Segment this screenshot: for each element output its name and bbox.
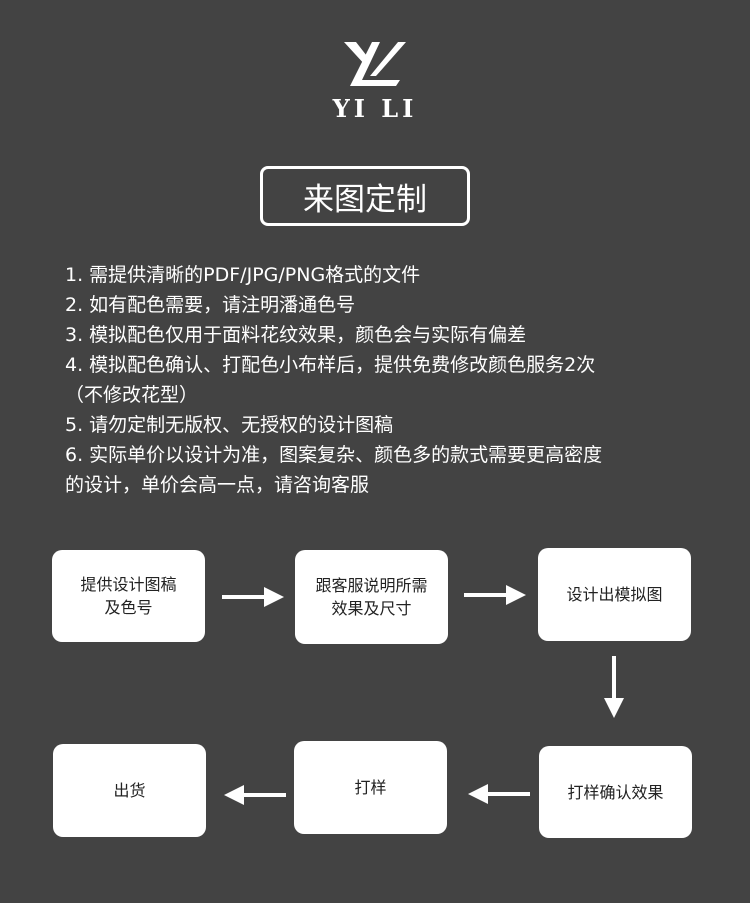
page-title: 来图定制 [260,166,470,226]
flow-step-provide-design: 提供设计图稿 及色号 [52,550,205,642]
note-line: 3. 模拟配色仅用于面料花纹效果，颜色会与实际有偏差 [65,324,527,346]
arrow-right-icon [222,587,284,607]
flow-step-label: 跟客服说明所需 [315,576,428,595]
flow-step-sample-confirm: 打样确认效果 [539,746,692,838]
arrow-left-icon [224,785,286,805]
note-line: （不修改花型） [65,384,199,406]
arrow-right-icon [464,585,526,605]
brand-logo: YI LI [0,40,750,123]
flow-step-sampling: 打样 [294,741,447,834]
flow-step-label: 及色号 [104,598,153,617]
flow-step-label: 打样确认效果 [567,782,664,802]
flow-step-explain-needs: 跟客服说明所需 效果及尺寸 [295,550,448,644]
note-line: 2. 如有配色需要，请注明潘通色号 [65,294,356,316]
note-line: 6. 实际单价以设计为准，图案复杂、颜色多的款式需要更高密度 [65,444,603,466]
yl-monogram-icon [344,42,406,86]
flow-step-label: 打样 [354,778,387,797]
flow-step-label: 提供设计图稿 [80,575,177,594]
arrow-down-icon [604,656,624,718]
brand-name: YI LI [332,94,418,123]
flow-step-label: 设计出模拟图 [566,585,663,604]
flow-step-label: 效果及尺寸 [331,599,412,618]
note-line: 的设计，单价会高一点，请咨询客服 [65,474,370,496]
flow-step-label: 出货 [113,781,146,800]
flow-step-design-mockup: 设计出模拟图 [538,548,691,641]
arrow-left-icon [468,784,530,804]
note-line: 5. 请勿定制无版权、无授权的设计图稿 [65,414,394,436]
note-line: 4. 模拟配色确认、打配色小布样后，提供免费修改颜色服务2次 [65,354,596,376]
notes-list: 1. 需提供清晰的PDF/JPG/PNG格式的文件 2. 如有配色需要，请注明潘… [65,260,705,500]
flow-step-shipping: 出货 [53,744,206,837]
page-title-text: 来图定制 [303,181,427,218]
note-line: 1. 需提供清晰的PDF/JPG/PNG格式的文件 [65,264,421,286]
